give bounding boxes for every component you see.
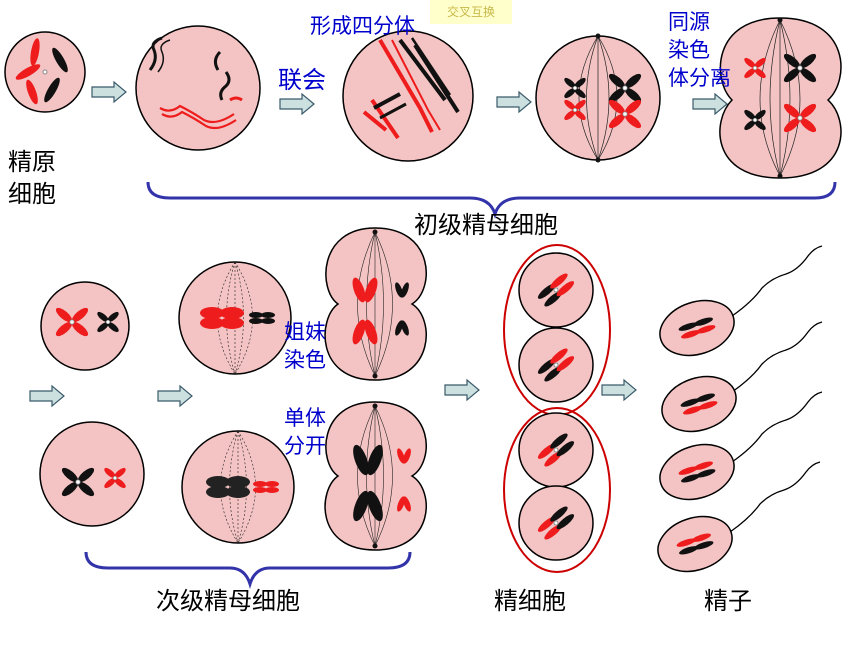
primary-cell-metaphase <box>535 33 661 163</box>
sister-separation-line2: 染色 <box>284 348 326 372</box>
brace-secondary <box>84 551 412 590</box>
spermatid-group-bottom <box>503 407 611 573</box>
spermatogonium-label-line2: 细胞 <box>8 180 56 208</box>
secondary-metaphase-top <box>178 261 292 375</box>
secondary-cell-bottom <box>39 421 145 527</box>
secondary-anaphase-top <box>324 227 427 381</box>
sperm-label: 精子 <box>704 587 752 615</box>
sister-separation-line1: 姐妹 <box>284 320 326 344</box>
arrow-icon <box>157 385 193 407</box>
primary-spermatocyte-label: 初级精母细胞 <box>414 211 558 239</box>
primary-cell-anaphase <box>719 17 842 179</box>
arrow-icon <box>444 379 480 401</box>
secondary-anaphase-bottom <box>324 401 427 551</box>
homolog-separation-line1: 同源 <box>668 10 710 34</box>
sperm-3 <box>659 391 823 501</box>
sperm-2 <box>661 321 823 433</box>
secondary-cell-top <box>40 281 130 371</box>
spermatogonium-cell <box>4 31 86 113</box>
arrow-icon <box>496 91 532 113</box>
primary-cell-leptotene <box>135 25 261 151</box>
spermatogonium-label-line1: 精原 <box>8 148 56 176</box>
brace-primary <box>146 181 837 220</box>
secondary-metaphase-bottom <box>181 430 295 544</box>
sister-separation-line4: 分开 <box>284 434 326 458</box>
sister-separation-line3: 单体 <box>284 406 326 430</box>
homolog-separation-line3: 体分离 <box>668 66 731 90</box>
arrow-icon <box>279 93 315 115</box>
sperm-1 <box>659 245 823 357</box>
spermatid-group-top <box>503 244 611 416</box>
tetrad-label: 形成四分体 <box>310 14 415 38</box>
arrow-icon <box>692 93 728 115</box>
synapsis-label: 联会 <box>278 66 326 94</box>
sperm-4 <box>657 461 821 573</box>
secondary-spermatocyte-label: 次级精母细胞 <box>156 587 300 615</box>
spermatid-label: 精细胞 <box>494 587 566 615</box>
homolog-separation-line2: 染色 <box>668 38 710 62</box>
arrow-icon <box>29 385 65 407</box>
arrow-icon <box>601 379 637 401</box>
arrow-icon <box>91 81 127 103</box>
primary-cell-tetrad <box>342 30 474 162</box>
crossing-over-note: 交叉互换 <box>430 0 512 24</box>
